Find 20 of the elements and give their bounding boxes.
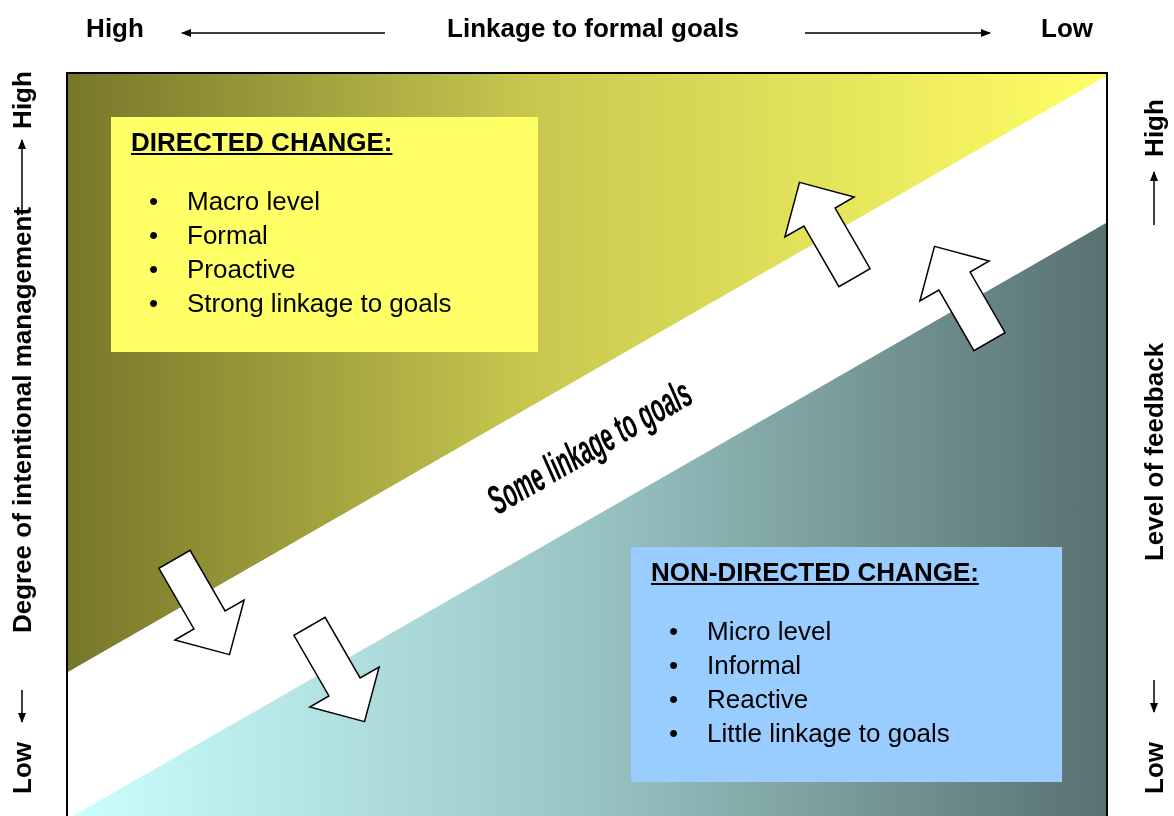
axis-label: High: [86, 12, 144, 44]
box-heading: NON-DIRECTED CHANGE:: [651, 557, 979, 588]
list-item: • Proactive: [149, 253, 297, 286]
axis-label: Level of feedback: [1138, 342, 1170, 562]
list-item: • Reactive: [669, 683, 810, 716]
list-item: • Macro level: [149, 185, 321, 218]
axis-label: High: [6, 71, 38, 129]
list-item: • Formal: [149, 219, 269, 252]
box-heading: DIRECTED CHANGE:: [131, 127, 393, 158]
axis-label: Low: [1041, 12, 1093, 44]
axis-label: Low: [1138, 742, 1170, 794]
list-item: • Strong linkage to goals: [149, 287, 453, 320]
list-item: • Informal: [669, 649, 802, 682]
axis-label: Degree of intentional management: [6, 206, 38, 634]
list-item: • Micro level: [669, 615, 833, 648]
axis-label: High: [1138, 99, 1170, 157]
axis-label: Low: [6, 742, 38, 794]
band-label: Some linkage to goals: [478, 369, 700, 523]
axis-label: Linkage to formal goals: [447, 12, 739, 44]
list-item: • Little linkage to goals: [669, 717, 951, 750]
